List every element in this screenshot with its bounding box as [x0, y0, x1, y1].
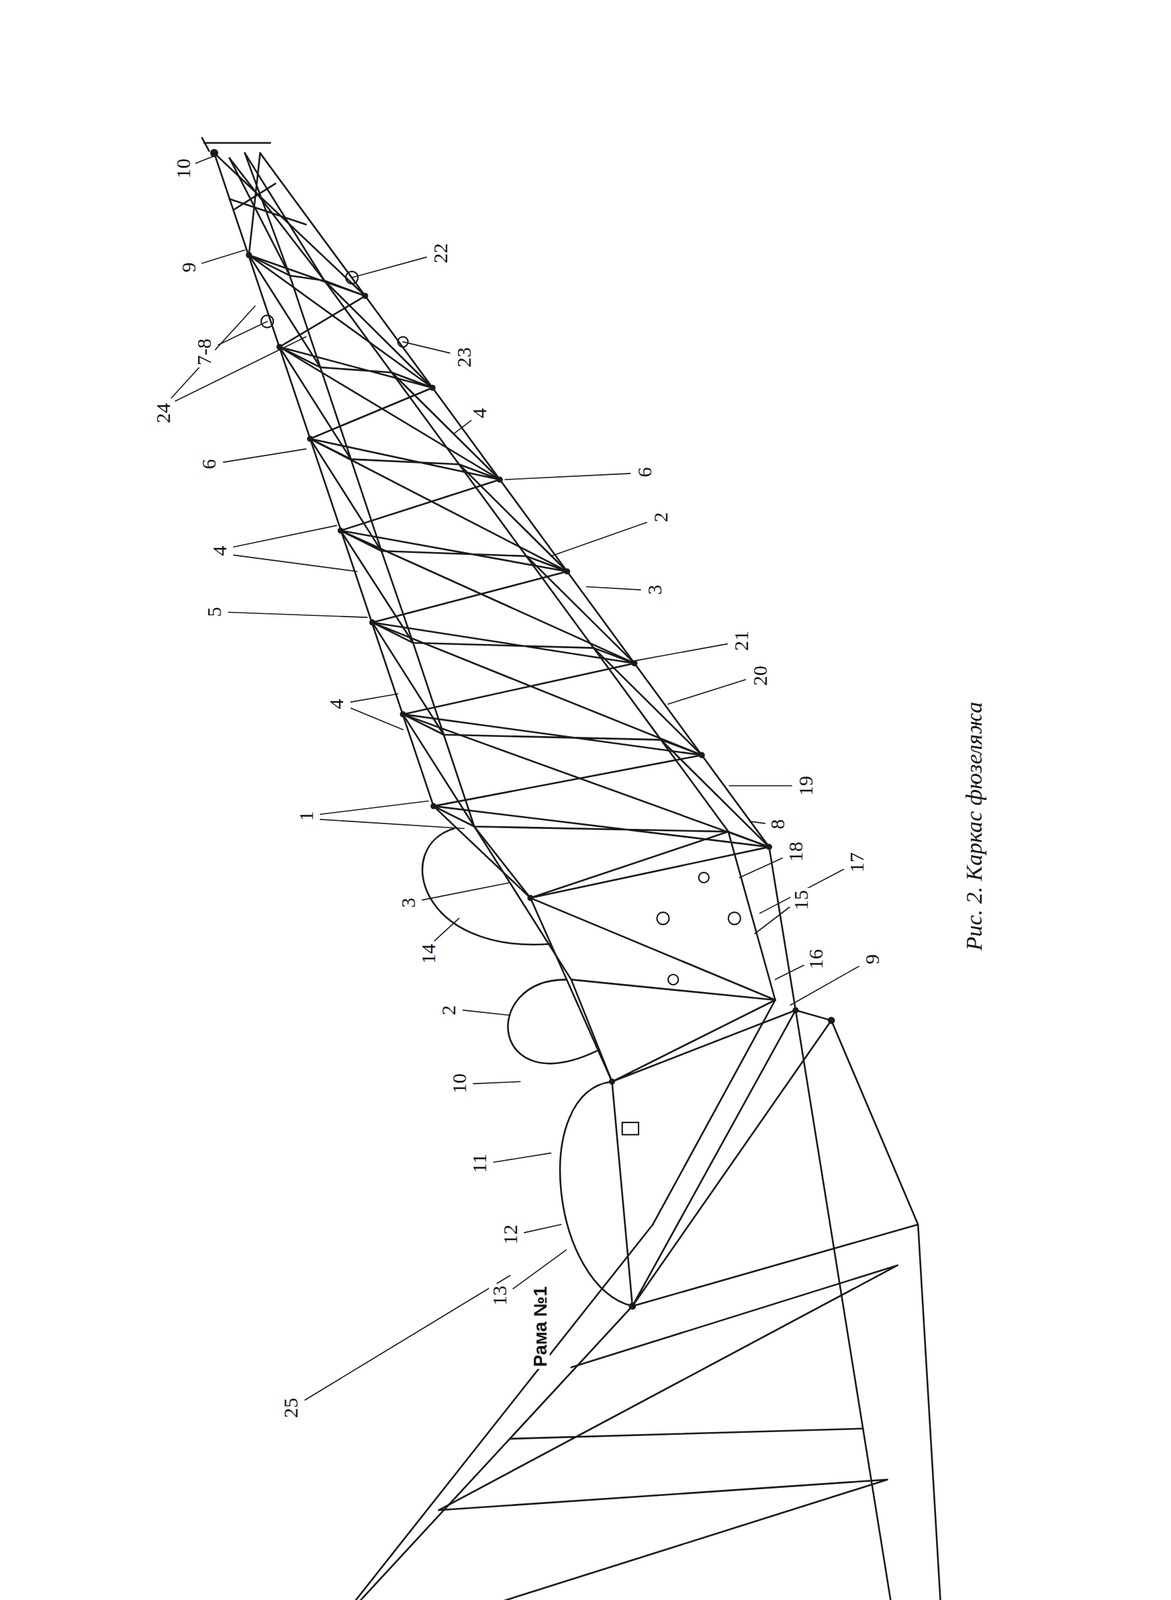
- callout-number: 19: [794, 773, 817, 798]
- callout-number: 10: [448, 1070, 471, 1096]
- figure-caption: Рис. 2. Каркас фюзеляжа: [961, 698, 988, 954]
- callout-number: 2: [438, 1002, 460, 1017]
- callout-number: 4: [326, 696, 348, 712]
- callout-number: 2: [650, 510, 673, 525]
- callout-number: 3: [644, 582, 667, 597]
- callout-number: 13: [489, 1283, 511, 1308]
- callout-number: 1: [295, 809, 317, 824]
- callout-number: 23: [453, 345, 475, 370]
- callout-number: 7-8: [193, 336, 215, 368]
- frame-label: Рама №1: [531, 1283, 550, 1369]
- callout-number: 18: [784, 839, 807, 864]
- callout-number: 4: [468, 406, 491, 421]
- callout-number: 22: [430, 241, 452, 266]
- callout-number: 17: [846, 850, 868, 875]
- callout-number: 9: [861, 951, 883, 966]
- callout-number: 24: [152, 400, 174, 426]
- callout-number: 21: [731, 628, 753, 653]
- callout-number: 10: [173, 156, 195, 181]
- callout-number: 3: [397, 895, 419, 910]
- callout-number: 12: [499, 1222, 522, 1247]
- callout-number: 5: [203, 604, 225, 620]
- callout-number: 20: [749, 663, 771, 688]
- callout-number: 6: [198, 457, 221, 472]
- callout-number: 16: [805, 946, 828, 971]
- callout-number: 4: [208, 543, 231, 558]
- callout-number: 11: [468, 1150, 491, 1175]
- callout-number: 8: [766, 817, 789, 832]
- callout-number: 15: [790, 887, 812, 912]
- callout-number: 9: [177, 260, 200, 275]
- callout-number: 14: [417, 941, 440, 966]
- callout-number: 6: [633, 465, 656, 480]
- callout-number: 25: [279, 1395, 302, 1420]
